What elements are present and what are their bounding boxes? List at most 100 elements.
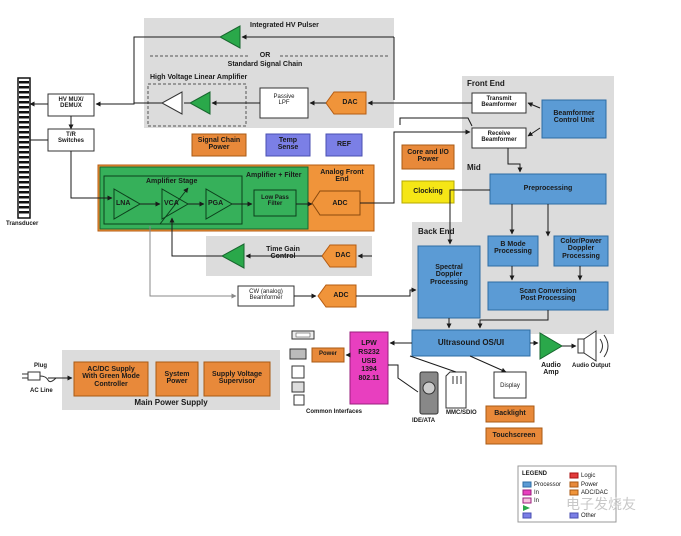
system-power-label: System Power (164, 371, 190, 386)
interfaces-block (349, 331, 389, 405)
transducer-element (19, 131, 29, 134)
adc-afe-label: ADC (332, 200, 348, 207)
legend-processor: Processor (534, 482, 562, 488)
legend-other: Other (581, 513, 597, 519)
transducer-element (19, 126, 29, 129)
dac-tgc-label: DAC (335, 252, 351, 259)
legend (517, 465, 617, 523)
amplifier-stage-label: Amplifier Stage (146, 178, 198, 185)
cw-beamformer-label: CW (analog) Beamformer (249, 289, 283, 302)
or-label: OR (250, 52, 280, 60)
adc-cw-label: ADC (333, 292, 349, 299)
ultrasound-os-label: Ultrasound OS/UI (437, 338, 505, 347)
hard-drive-icon (419, 371, 439, 415)
power-small-block (311, 347, 345, 363)
backlight-label: Backlight (494, 410, 526, 417)
integrated-hv-pulser-label: Integrated HV Pulser (250, 22, 319, 29)
back-end-label: Back End (418, 227, 455, 236)
transducer-element (19, 206, 29, 209)
transducer-element (19, 211, 29, 214)
transducer-element (19, 101, 29, 104)
legend-adc-dac: ADC/DAC (581, 490, 609, 496)
pga-label: PGA (208, 200, 224, 207)
main-power-supply-label: Main Power Supply (134, 398, 208, 407)
spectral-doppler-label: Spectral Doppler Processing (430, 264, 468, 286)
color-doppler-label: Color/Power Doppler Processing (560, 238, 602, 260)
time-gain-control-label: Time Gain Control (266, 246, 300, 261)
transducer-element (19, 176, 29, 179)
transducer-element (19, 201, 29, 204)
legend-title: LEGEND (522, 471, 548, 477)
b-mode-block (487, 235, 539, 267)
beamformer-control-label: Beamformer Control Unit (553, 110, 595, 125)
clocking-label: Clocking (413, 188, 443, 195)
core-io-power-block (401, 144, 455, 170)
plug-icon (22, 371, 57, 383)
front-end-label: Front End (467, 79, 505, 88)
supply-voltage-block (203, 361, 271, 397)
mmc-sdio-label: MMC/SDIO (446, 410, 477, 416)
vca-label: VCA (164, 200, 179, 207)
cw-feed-wire (149, 226, 237, 299)
low-pass-filter-label: Low Pass Filter (261, 195, 289, 208)
tr-switches-label: T/R Switches (57, 132, 84, 145)
plug-label: Plug (34, 363, 47, 369)
acdc-supply-block (73, 361, 149, 397)
transducer-element (19, 116, 29, 119)
dac-top-label: DAC (342, 99, 358, 106)
legend-in-1: In (534, 490, 540, 496)
interfaces-list-label: LPW RS232 USB 1394 802.11 (358, 340, 380, 382)
preprocessing-block (489, 173, 607, 205)
transducer-element (19, 151, 29, 154)
ac-line-label: AC Line (30, 388, 53, 394)
receive-beamformer-box (471, 127, 527, 149)
clocking-block (401, 180, 455, 204)
b-mode-label: B Mode Processing (494, 241, 532, 256)
ultrasound-os-block (411, 329, 531, 357)
touchscreen-label: Touchscreen (492, 432, 536, 439)
core-io-power-label: Core and I/O Power (407, 149, 449, 164)
passive-lpf-label: Passive LPF (273, 94, 295, 107)
dac-top-block (325, 91, 367, 115)
dac-tgc-block (321, 244, 357, 268)
transducer-element (19, 86, 29, 89)
system-power-block (155, 361, 199, 397)
speaker-icon (577, 330, 609, 362)
hv-amp-triangle-2 (160, 91, 183, 115)
transducer-element (19, 171, 29, 174)
hv-amp-triangle-1 (188, 91, 211, 115)
lna-triangle (113, 188, 142, 220)
transducer-element (19, 166, 29, 169)
pga-triangle (205, 188, 234, 220)
transducer-element (19, 136, 29, 139)
beamformer-control-block (541, 99, 607, 139)
transducer-element (19, 106, 29, 109)
signal-chain-power-label: Signal Chain Power (197, 137, 241, 152)
legend-in-2: In (534, 498, 540, 504)
transducer-element (19, 146, 29, 149)
backlight-block (485, 405, 535, 423)
transducer-element (19, 181, 29, 184)
supply-voltage-label: Supply Voltage Supervisor (211, 371, 263, 386)
display-box (493, 371, 527, 399)
transducer-element (19, 161, 29, 164)
standard-signal-chain-label: Standard Signal Chain (227, 61, 303, 68)
transducer-element (19, 91, 29, 94)
signal-wires (29, 34, 583, 393)
transducer-element (19, 186, 29, 189)
mid-label: Mid (467, 163, 481, 172)
color-doppler-block (553, 235, 609, 267)
watermark: 电子发烧友 (566, 497, 636, 513)
transducer-label: Transducer (6, 221, 39, 227)
transducer-element (19, 196, 29, 199)
hv-mux-label: HV MUX/ DEMUX (58, 97, 84, 110)
ide-ata-label: IDE/ATA (412, 418, 436, 424)
low-pass-filter-box (253, 189, 297, 217)
tgc-amp-icon (220, 243, 245, 269)
ref-label: REF (337, 141, 351, 148)
common-interfaces-label: Common Interfaces (306, 409, 363, 415)
legend-logic: Logic (581, 473, 596, 479)
transducer-element (19, 111, 29, 114)
